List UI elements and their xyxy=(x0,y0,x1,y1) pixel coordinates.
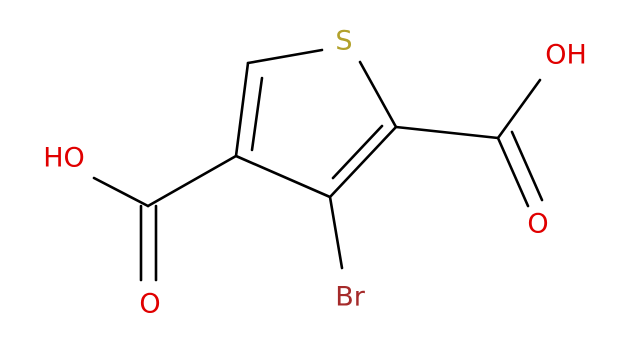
bromine-atom: Br xyxy=(335,282,366,313)
sulfur-atom: S xyxy=(335,26,352,57)
bond-c2-ccarb-right xyxy=(394,125,500,140)
bond-c4-ccarb-left xyxy=(146,154,238,208)
hydroxyl-top-right: OH xyxy=(545,40,587,71)
bond-c4-c3 xyxy=(234,154,332,199)
carbonyl-oxygen-bottom: O xyxy=(139,289,160,320)
bond-c3-br xyxy=(328,195,344,270)
carbonyl-oxygen-right: O xyxy=(527,209,548,240)
bond-s1-c5 xyxy=(246,48,324,65)
bond-ccarb-oh-left xyxy=(92,176,150,208)
bond-ccarb-o-right-b xyxy=(510,130,544,202)
bond-ccarb-o-right-a xyxy=(496,136,530,208)
bond-c2-s1 xyxy=(358,60,398,129)
hydroxyl-left: HO xyxy=(43,143,85,174)
bond-ccarb-oh-right xyxy=(496,78,542,140)
bond-c3-c2-inner xyxy=(331,124,384,180)
bond-c3-c2 xyxy=(328,125,398,199)
bond-c5-c4 xyxy=(234,61,250,158)
bond-c5-c4-inner xyxy=(250,76,264,152)
